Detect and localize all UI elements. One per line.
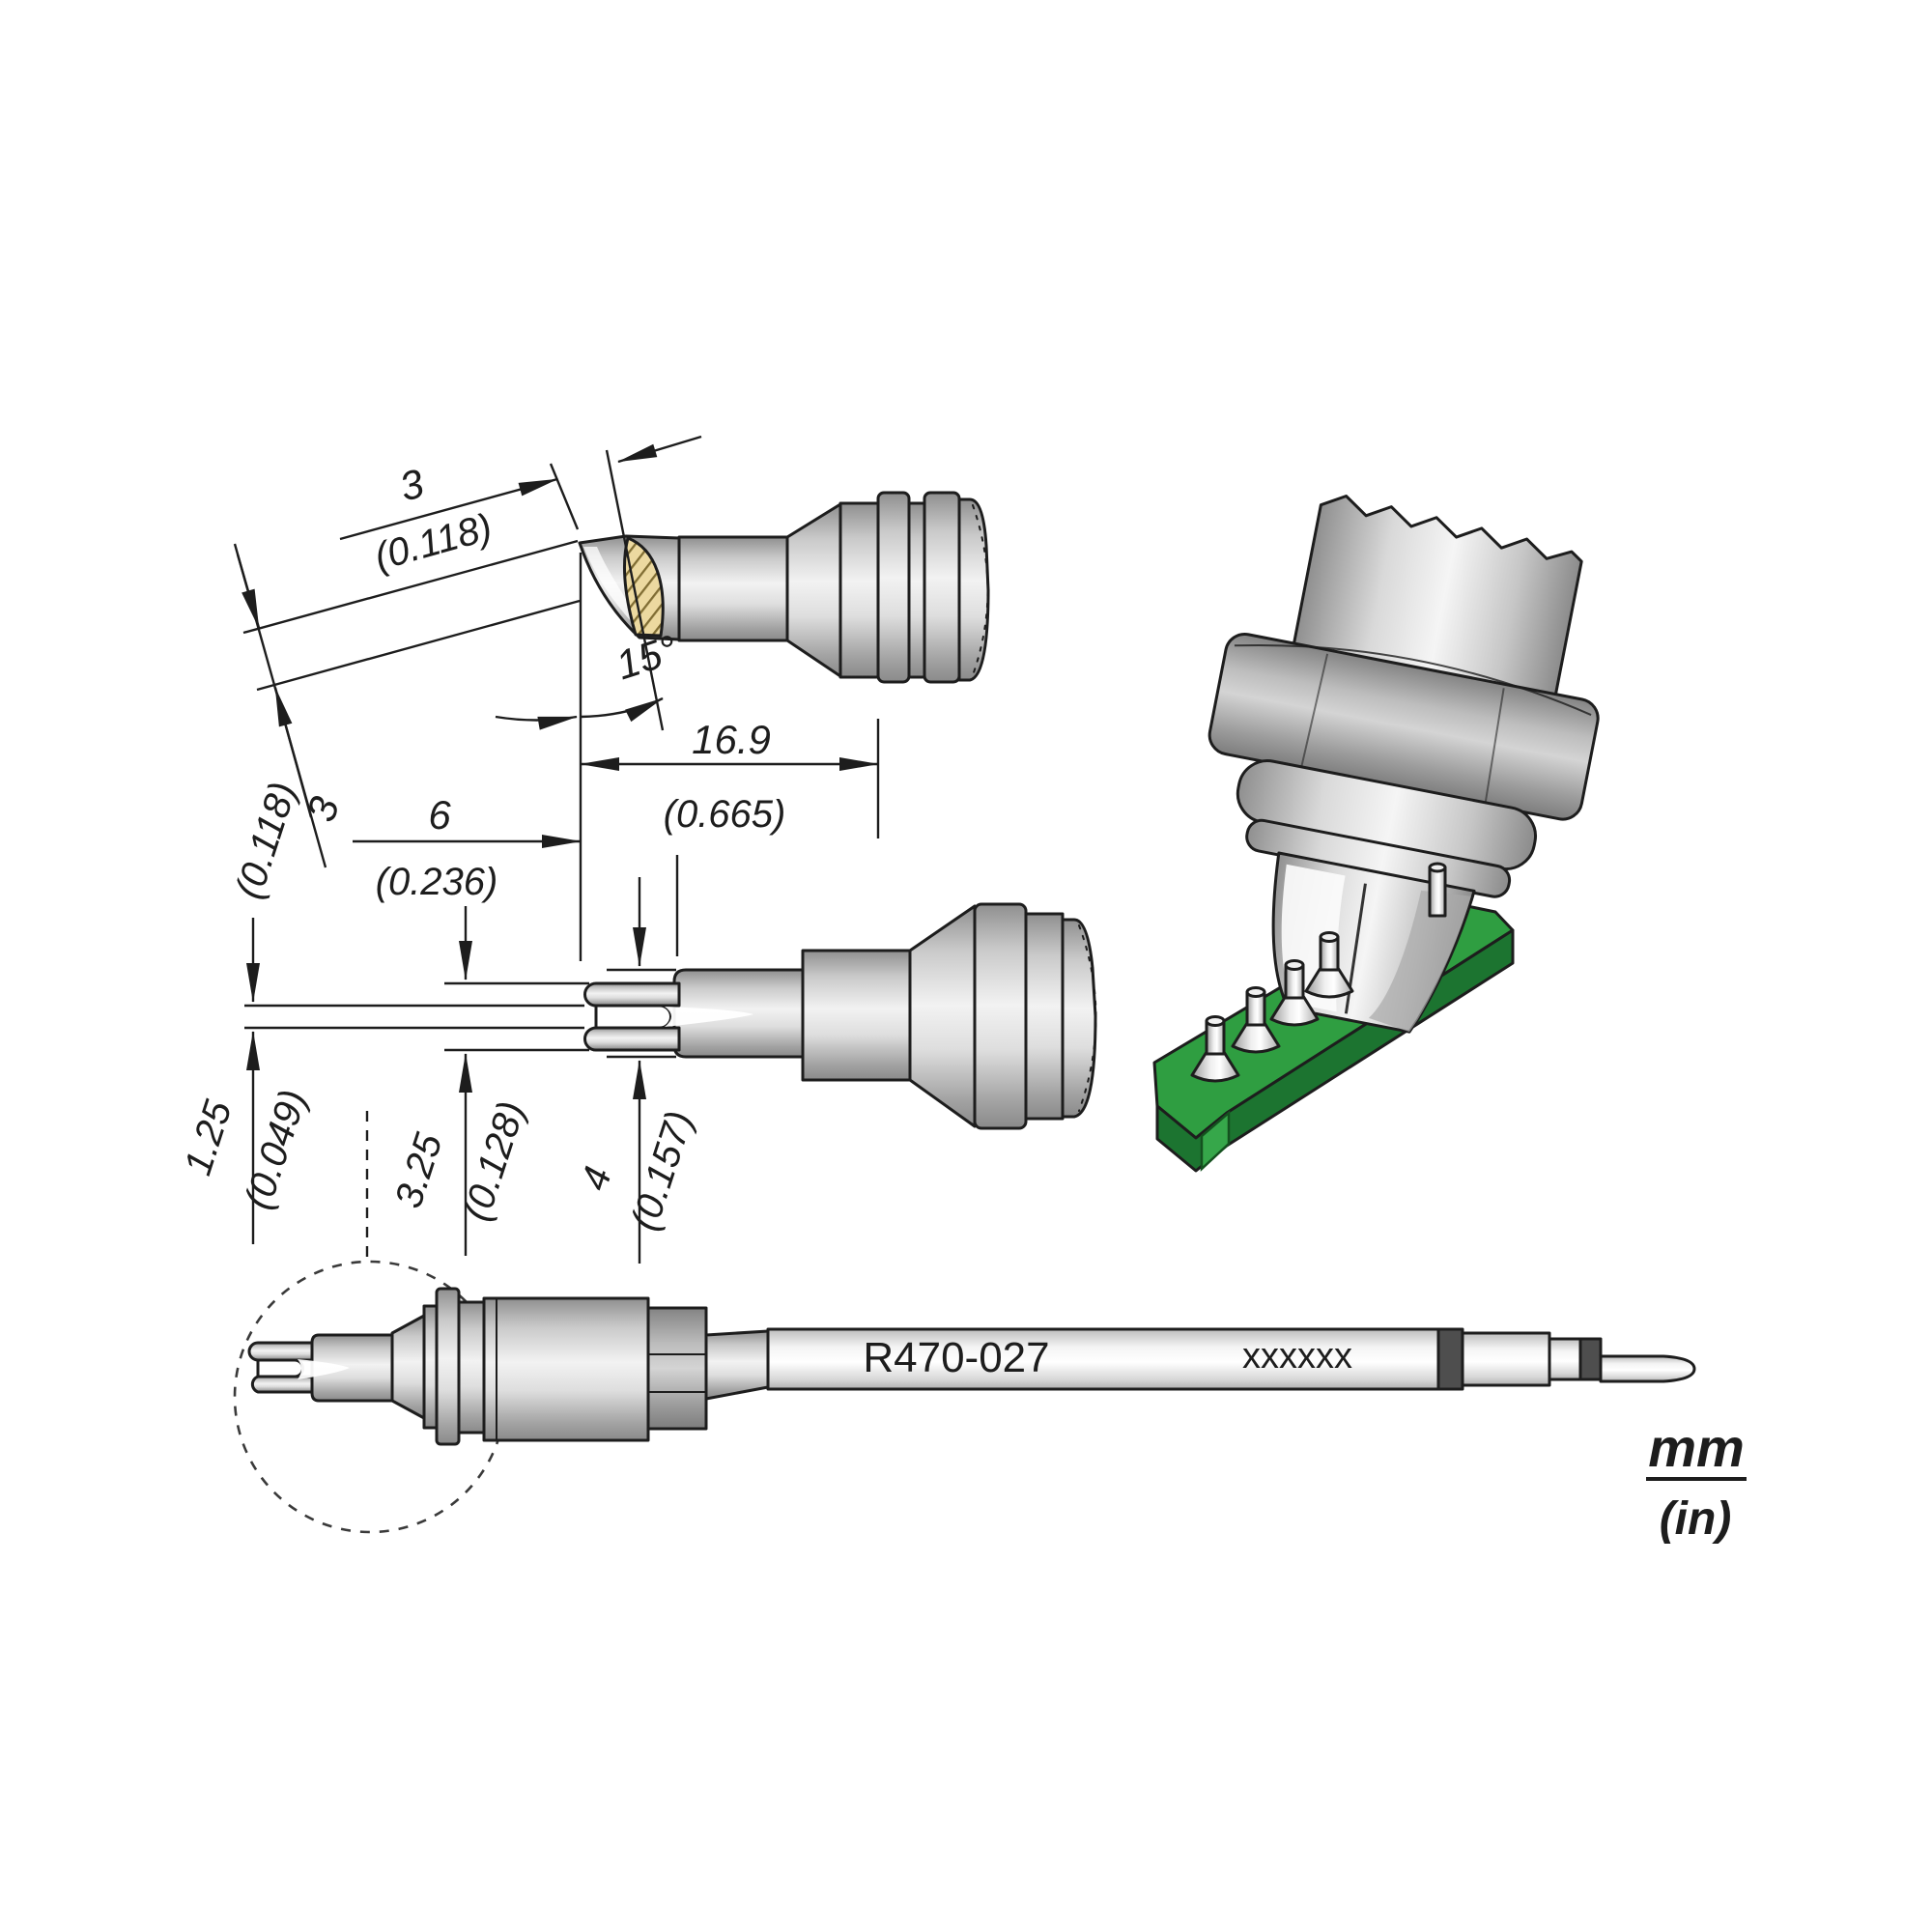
dim-arrow-face-outside — [617, 435, 702, 464]
dim-width-in: (0.128) — [455, 1096, 533, 1226]
dim-dia-in: (0.157) — [623, 1106, 701, 1236]
units-in: (in) — [1660, 1493, 1732, 1545]
cart-washer — [435, 1287, 461, 1446]
fork-cap-broken-edge — [1078, 924, 1097, 1112]
dim-tip-length-mm: 16.9 — [692, 717, 771, 762]
blade-side-view — [578, 491, 990, 684]
pcb-pin-1 — [1190, 1015, 1240, 1083]
dim-arrow-depth-up — [236, 554, 261, 629]
fork-tine-upper — [583, 981, 681, 1008]
ext-line-depth-2 — [256, 599, 581, 692]
cart-ring-a — [422, 1304, 439, 1430]
hex-edge-1 — [1300, 653, 1329, 768]
hex-top-rim — [1234, 643, 1592, 716]
dim-groove-mm: 6 — [428, 792, 451, 838]
cart-shaft — [766, 1327, 1440, 1391]
blade-ring-2 — [923, 491, 961, 684]
dim-depth-in: (0.118) — [228, 777, 305, 903]
dim-groove-in: (0.236) — [376, 861, 498, 903]
groove-top-view — [583, 902, 1097, 1130]
ext-line-depth-1 — [242, 539, 579, 635]
fork-tine-lower — [583, 1026, 681, 1052]
blade-cap — [957, 497, 990, 682]
pcb-pin-4 — [1304, 931, 1354, 999]
dim-line-face-length — [339, 477, 558, 541]
cart-shaft-step — [1548, 1337, 1582, 1381]
fork-cone — [908, 904, 977, 1128]
fork-cone-highlight — [665, 1007, 753, 1027]
cart-hex-nut — [646, 1306, 708, 1431]
cart-neck — [704, 1329, 770, 1401]
dim-tip-length-in: (0.665) — [664, 793, 786, 836]
application-3d-view — [1152, 495, 1600, 1173]
dim-slot-mm: 1.25 — [177, 1094, 241, 1179]
cart-collar — [457, 1300, 486, 1435]
dimension-annotations-top: 3 (0.118) 3 (0.118) 15° 16.9 (0.665) 6 (… — [228, 435, 880, 961]
dim-depth-mm: 3 — [298, 791, 348, 827]
cart-slot — [256, 1358, 304, 1378]
fork-cap — [1061, 918, 1097, 1119]
cart-shaft-2 — [1461, 1331, 1551, 1387]
cart-cone — [390, 1314, 426, 1420]
cart-band-1 — [1436, 1327, 1464, 1391]
part-number-label: R470-027 — [863, 1334, 1049, 1381]
blade-ring-gap — [907, 501, 926, 679]
cart-sensor-rod — [1599, 1354, 1696, 1383]
pcb-pin-3 — [1269, 959, 1320, 1027]
units-legend: mm (in) — [1646, 1417, 1747, 1545]
dim-face-mm: 3 — [395, 460, 429, 510]
dim-dia-mm: 4 — [573, 1162, 620, 1196]
cartridge-full-view: R470-027 xxxxxx — [233, 1260, 1696, 1534]
cart-cone-highlight — [298, 1359, 350, 1379]
fork-band — [1024, 912, 1065, 1121]
cart-tine-lower — [250, 1375, 314, 1394]
fork-slot — [594, 1004, 672, 1030]
serial-placeholder-label: xxxxxx — [1242, 1336, 1352, 1377]
dim-arrow-depth-down — [273, 687, 313, 818]
dim-width-mm: 3.25 — [387, 1127, 451, 1212]
blade-shank — [677, 535, 789, 642]
ext-tick-face-start — [549, 463, 580, 530]
ext-tick-face-end-angle-line — [605, 449, 665, 731]
blade-cylinder — [838, 501, 880, 679]
pcb-corner-facet — [1200, 1110, 1231, 1172]
shank-shadow — [1368, 890, 1471, 1033]
cart-tine-upper — [247, 1341, 314, 1362]
body-upper-cylinder — [1292, 495, 1583, 700]
dimension-annotations-fork: 1.25 (0.049) 3.25 (0.128) 4 (0.157) — [177, 877, 701, 1264]
solder-face-wedge — [622, 536, 665, 638]
pcb-pin-5 — [1428, 862, 1447, 918]
cart-band-2 — [1578, 1337, 1603, 1381]
blade-cone — [785, 502, 842, 678]
hex-edge-2 — [1484, 688, 1505, 804]
pcb-pin-2 — [1231, 986, 1281, 1054]
angle-arc-left — [495, 715, 578, 730]
fork-ring — [973, 902, 1028, 1130]
iron-body-3d — [1208, 495, 1600, 1034]
units-mm: mm — [1648, 1417, 1745, 1478]
dim-slot-in: (0.049) — [237, 1085, 315, 1214]
angle-arc-right — [580, 696, 664, 723]
blade-ring-1 — [876, 491, 911, 684]
fork-mid-cylinder — [801, 949, 912, 1082]
cart-body-cylinder — [482, 1296, 650, 1442]
